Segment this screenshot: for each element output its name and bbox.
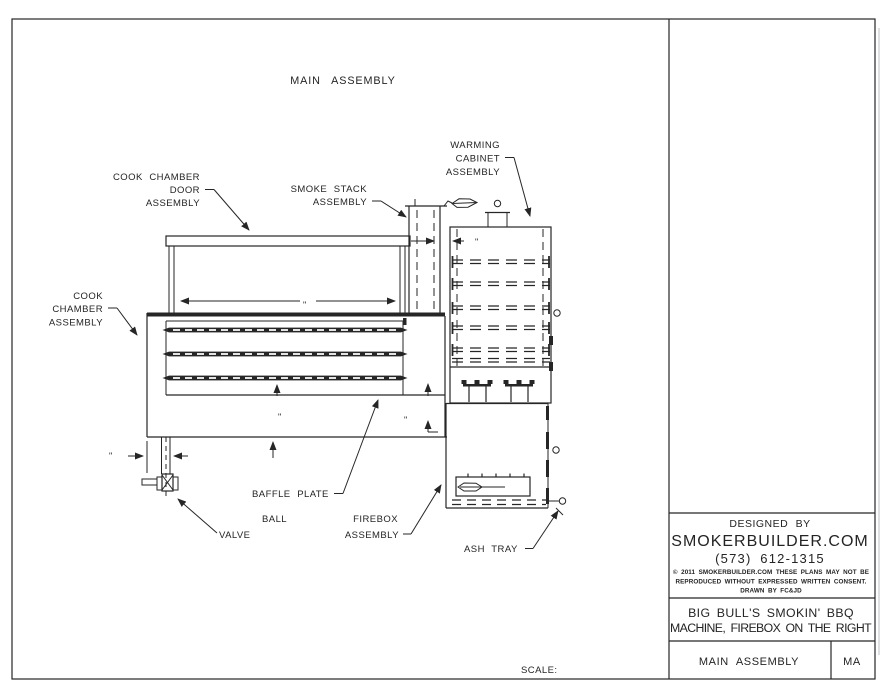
cabinet-hinge [549, 362, 553, 371]
label-ball-valve: BALL [262, 514, 287, 525]
label-ash-tray: ASH TRAY [464, 544, 518, 555]
label-cook-chamber: COOK [73, 291, 103, 302]
cooking-grates-drawing [162, 327, 408, 381]
dim-inch-mark: " [475, 237, 478, 247]
phone-number: (573) 612-1315 [715, 551, 825, 566]
cabinet-door-handle [553, 309, 561, 317]
label-ball-valve: VALVE [219, 530, 250, 541]
firebox-door-handle [552, 446, 560, 454]
smoke-stack-drawing [403, 198, 479, 325]
leader-lines [108, 157, 559, 549]
label-smoke-stack: ASSEMBLY [313, 197, 367, 208]
ball-valve-drawing [141, 437, 179, 499]
sheet-name: MAIN ASSEMBLY [699, 656, 799, 668]
scale-label: SCALE: [521, 665, 558, 676]
label-warming-cabinet: WARMING [450, 140, 500, 151]
sheet-code: MA [843, 656, 861, 668]
label-warming-cabinet: ASSEMBLY [446, 167, 500, 178]
drawing-labels: MAIN ASSEMBLY COOK CHAMBER DOOR ASSEMBLY… [49, 75, 558, 676]
ash-tray-handle [558, 497, 567, 505]
dim-inch-mark: " [303, 300, 306, 310]
label-smoke-stack: SMOKE STACK [291, 184, 368, 195]
label-cook-chamber-door: ASSEMBLY [146, 198, 200, 209]
copyright-line: REPRODUCED WITHOUT EXPRESSED WRITTEN CON… [675, 579, 866, 586]
label-warming-cabinet: CABINET [456, 154, 500, 165]
dimension-callouts: " " " " " [109, 237, 478, 473]
designed-by-label: DESIGNED BY [729, 518, 810, 530]
dim-inch-mark: " [109, 451, 112, 461]
drawing-title-line: BIG BULL'S SMOKIN' BBQ [688, 606, 854, 620]
shelf-ticks [451, 256, 550, 356]
label-firebox: FIREBOX [353, 514, 398, 525]
firebox-grate-supports [461, 380, 535, 402]
dim-inch-mark: " [278, 412, 281, 422]
title-block: DESIGNED BY SMOKERBUILDER.COM (573) 612-… [669, 512, 875, 679]
label-cook-chamber: ASSEMBLY [49, 318, 103, 329]
label-cook-chamber: CHAMBER [52, 304, 103, 315]
company-name: SMOKERBUILDER.COM [671, 533, 868, 550]
page-title: MAIN ASSEMBLY [290, 75, 396, 87]
label-firebox: ASSEMBLY [345, 530, 399, 541]
label-baffle-plate: BAFFLE PLATE [252, 489, 329, 500]
cabinet-hinge [549, 336, 553, 345]
copyright-line: © 2011 SMOKERBUILDER.COM THESE PLANS MAY… [673, 568, 869, 576]
dim-inch-mark: " [404, 415, 407, 425]
drawing-title-line: MACHINE, FIREBOX ON THE RIGHT [670, 621, 872, 635]
label-cook-chamber-door: COOK CHAMBER [113, 172, 200, 183]
sheet-frame [11, 18, 880, 680]
cook-chamber-drawing [146, 312, 447, 438]
cook-chamber-door-drawing [165, 235, 411, 313]
warming-cabinet-drawing [449, 199, 561, 404]
drawn-by-credit: DRAWN BY FC&JD [740, 588, 802, 595]
cabinet-shelves [452, 259, 550, 363]
label-cook-chamber-door: DOOR [170, 185, 200, 196]
firebox-drawing [445, 402, 560, 509]
ash-tray-drawing [452, 473, 567, 516]
